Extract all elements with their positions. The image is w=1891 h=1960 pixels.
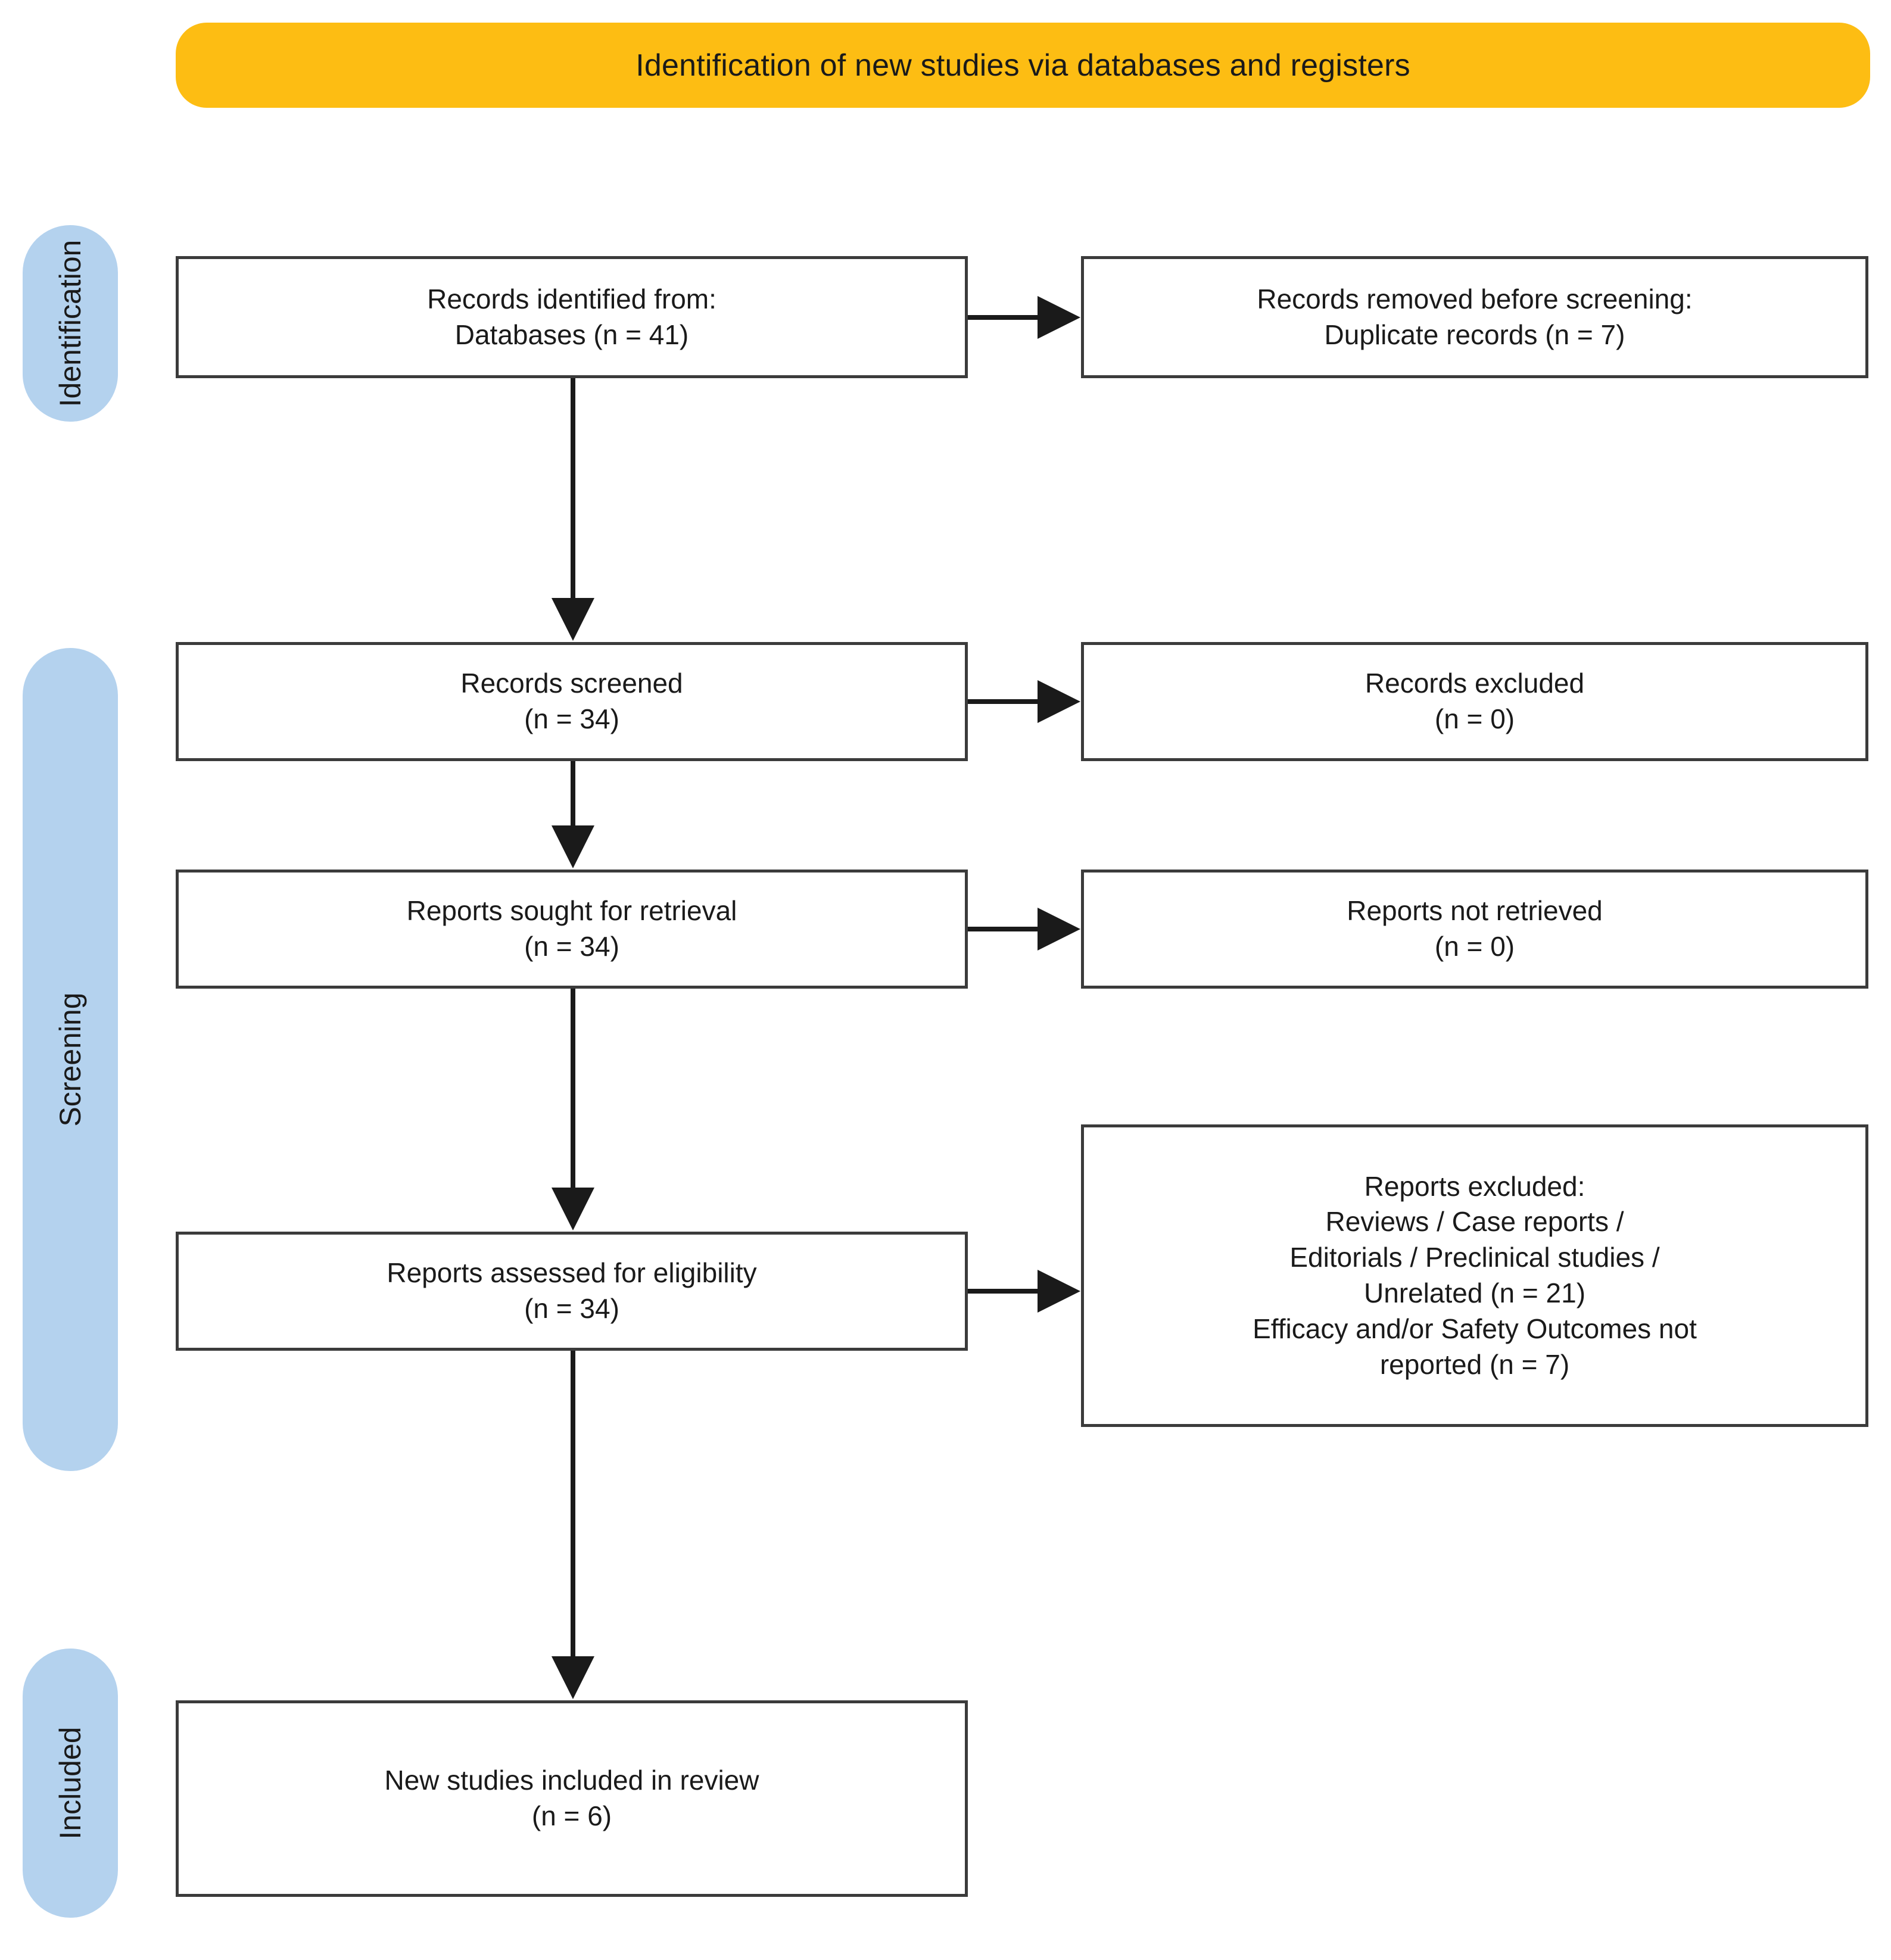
- box-line: (n = 6): [531, 1800, 612, 1831]
- box-line: Reports sought for retrieval: [406, 895, 737, 927]
- box-line: Reports not retrieved: [1347, 895, 1603, 927]
- stage-label-screening: Screening: [54, 992, 87, 1127]
- box-line: Databases (n = 41): [454, 319, 689, 350]
- box-line: Unrelated (n = 21): [1363, 1277, 1586, 1308]
- box-line: Reports assessed for eligibility: [387, 1257, 757, 1289]
- box-line: reported (n = 7): [1379, 1348, 1570, 1380]
- box-records-screened: Records screened (n = 34): [176, 642, 968, 761]
- stage-label-included: Included: [54, 1727, 87, 1840]
- box-line: Records removed before screening:: [1257, 283, 1693, 314]
- box-line: Reviews / Case reports /: [1325, 1206, 1624, 1238]
- box-records-identified: Records identified from: Databases (n = …: [176, 256, 968, 378]
- box-line: Reports excluded:: [1364, 1170, 1585, 1202]
- box-line: (n = 34): [524, 931, 619, 962]
- stage-pill-identification: Identification: [23, 225, 118, 422]
- box-reports-not-retrieved: Reports not retrieved (n = 0): [1081, 870, 1868, 989]
- box-line: Records excluded: [1364, 668, 1585, 699]
- box-line: Editorials / Preclinical studies /: [1289, 1242, 1660, 1273]
- stage-label-identification: Identification: [54, 239, 87, 407]
- box-reports-excluded: Reports excluded: Reviews / Case reports…: [1081, 1124, 1868, 1427]
- box-line: (n = 34): [524, 703, 619, 734]
- box-line: Duplicate records (n = 7): [1324, 319, 1625, 350]
- banner-title: Identification of new studies via databa…: [635, 48, 1410, 83]
- box-records-removed-before-screening: Records removed before screening: Duplic…: [1081, 256, 1868, 378]
- box-line: (n = 0): [1434, 931, 1515, 962]
- box-line: New studies included in review: [384, 1765, 759, 1796]
- banner-identification-header: Identification of new studies via databa…: [176, 23, 1870, 108]
- box-line: (n = 0): [1434, 703, 1515, 734]
- box-line: Records identified from:: [427, 283, 716, 314]
- box-line: (n = 34): [524, 1293, 619, 1324]
- box-records-excluded: Records excluded (n = 0): [1081, 642, 1868, 761]
- stage-pill-screening: Screening: [23, 648, 118, 1471]
- box-reports-assessed-for-eligibility: Reports assessed for eligibility (n = 34…: [176, 1232, 968, 1351]
- box-new-studies-included: New studies included in review (n = 6): [176, 1700, 968, 1897]
- box-line: Records screened: [460, 668, 683, 699]
- box-reports-sought-for-retrieval: Reports sought for retrieval (n = 34): [176, 870, 968, 989]
- box-line: Efficacy and/or Safety Outcomes not: [1253, 1313, 1697, 1344]
- stage-pill-included: Included: [23, 1649, 118, 1918]
